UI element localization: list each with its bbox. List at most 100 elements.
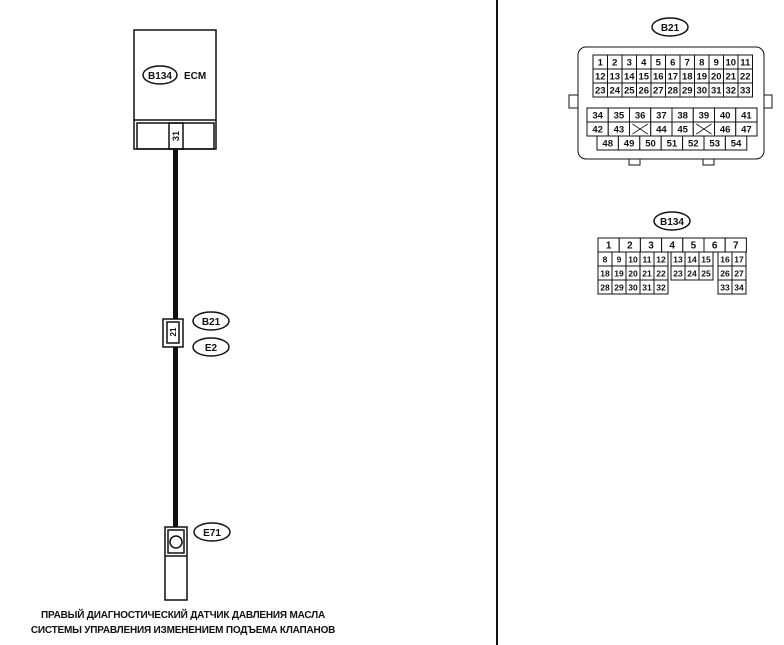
pin-number: 38 [677, 111, 688, 122]
pin-number: 17 [734, 255, 744, 265]
pin-number: 4 [641, 58, 647, 69]
pin-number: 15 [638, 72, 649, 83]
joint-pin-number: 21 [169, 327, 178, 336]
pin-number: 40 [720, 111, 731, 122]
pin-number: 48 [602, 139, 613, 150]
joint-id-b21: B21 [202, 317, 221, 328]
sensor-caption-line-1: ПРАВЫЙ ДИАГНОСТИЧЕСКИЙ ДАТЧИК ДАВЛЕНИЯ М… [41, 610, 325, 621]
pin-number: 13 [673, 255, 683, 265]
pin-number: 3 [648, 241, 654, 252]
pin-number: 33 [740, 86, 751, 97]
pin-number: 22 [656, 269, 666, 279]
pin-number: 2 [612, 58, 617, 69]
pin-number: 9 [714, 58, 719, 69]
pin-number: 4 [669, 241, 675, 252]
pin-number: 30 [696, 86, 707, 97]
pin-number: 36 [635, 111, 646, 122]
ecm-connector-id: B134 [148, 71, 172, 82]
pin-number: 25 [701, 269, 711, 279]
b21-id-oval [651, 17, 689, 37]
sensor-id-oval [193, 522, 231, 542]
pin-number: 14 [624, 72, 635, 83]
pin-number: 22 [740, 72, 751, 83]
pin-number: 7 [733, 241, 739, 252]
pin-number: 43 [614, 125, 625, 136]
pin-number: 26 [720, 269, 730, 279]
pin-number: 15 [701, 255, 711, 265]
pin-number: 54 [731, 139, 742, 150]
joint-id-oval [192, 311, 230, 331]
pin-number: 24 [687, 269, 697, 279]
pin-number: 13 [609, 72, 620, 83]
pin-number: 30 [628, 283, 638, 293]
wire-segment [173, 346, 178, 528]
pin-number: 23 [673, 269, 683, 279]
pin-number: 49 [624, 139, 635, 150]
pin-cell [698, 265, 714, 281]
pin-number: 41 [741, 111, 752, 122]
pin-number: 42 [592, 125, 603, 136]
pin-number: 32 [725, 86, 736, 97]
pin-number: 16 [653, 72, 664, 83]
joint-connector [162, 318, 184, 348]
oil-pressure-sensor [164, 526, 188, 601]
pin-number: 21 [725, 72, 736, 83]
pin-number: 18 [600, 269, 610, 279]
pin-number: 45 [677, 125, 688, 136]
blank-pin-mark [696, 123, 712, 135]
pin-number: 11 [740, 58, 751, 69]
pin-number: 31 [711, 86, 722, 97]
pin-number: 9 [617, 255, 622, 265]
pin-number: 14 [687, 255, 697, 265]
ecm-label: ECM [184, 71, 206, 82]
ecm-pin-number: 31 [171, 131, 181, 141]
pin-number: 29 [682, 86, 693, 97]
pin-number: 1 [606, 241, 612, 252]
pin-number: 37 [656, 111, 667, 122]
pin-cell [653, 279, 669, 295]
pin-number: 5 [656, 58, 662, 69]
pin-number: 28 [600, 283, 610, 293]
pin-number: 24 [609, 86, 620, 97]
pin-cell [737, 82, 753, 98]
pin-number: 19 [614, 269, 624, 279]
pin-number: 47 [741, 125, 752, 136]
pin-number: 3 [627, 58, 632, 69]
pin-number: 34 [734, 283, 744, 293]
pin-number: 6 [670, 58, 675, 69]
pin-number: 20 [711, 72, 722, 83]
pin-number: 7 [685, 58, 690, 69]
pin-number: 11 [643, 255, 652, 265]
pin-cell [731, 279, 747, 295]
pin-number: 27 [734, 269, 744, 279]
pin-number: 18 [682, 72, 693, 83]
pin-number: 25 [624, 86, 635, 97]
pin-number: 21 [642, 269, 652, 279]
pin-number: 26 [638, 86, 649, 97]
pin-number: 17 [667, 72, 678, 83]
sensor-connector-id: E71 [203, 528, 221, 539]
wire-segment [173, 149, 178, 321]
blank-pin-mark [632, 123, 648, 135]
pin-number: 33 [720, 283, 730, 293]
pin-number: 10 [628, 255, 638, 265]
pin-cell [724, 135, 748, 151]
joint-id-e2: E2 [205, 343, 218, 354]
b134-id: B134 [660, 217, 684, 228]
pin-number: 27 [653, 86, 664, 97]
pin-number: 10 [725, 58, 736, 69]
pin-number: 35 [614, 111, 625, 122]
pin-number: 39 [699, 111, 710, 122]
pin-number: 12 [656, 255, 666, 265]
pin-number: 16 [720, 255, 730, 265]
pin-number: 12 [595, 72, 606, 83]
pin-number: 8 [699, 58, 704, 69]
pin-number: 8 [603, 255, 608, 265]
pin-number: 29 [614, 283, 624, 293]
ecm-connector-id-oval [142, 65, 178, 85]
pin-number: 23 [595, 86, 606, 97]
pin-number: 52 [688, 139, 699, 150]
